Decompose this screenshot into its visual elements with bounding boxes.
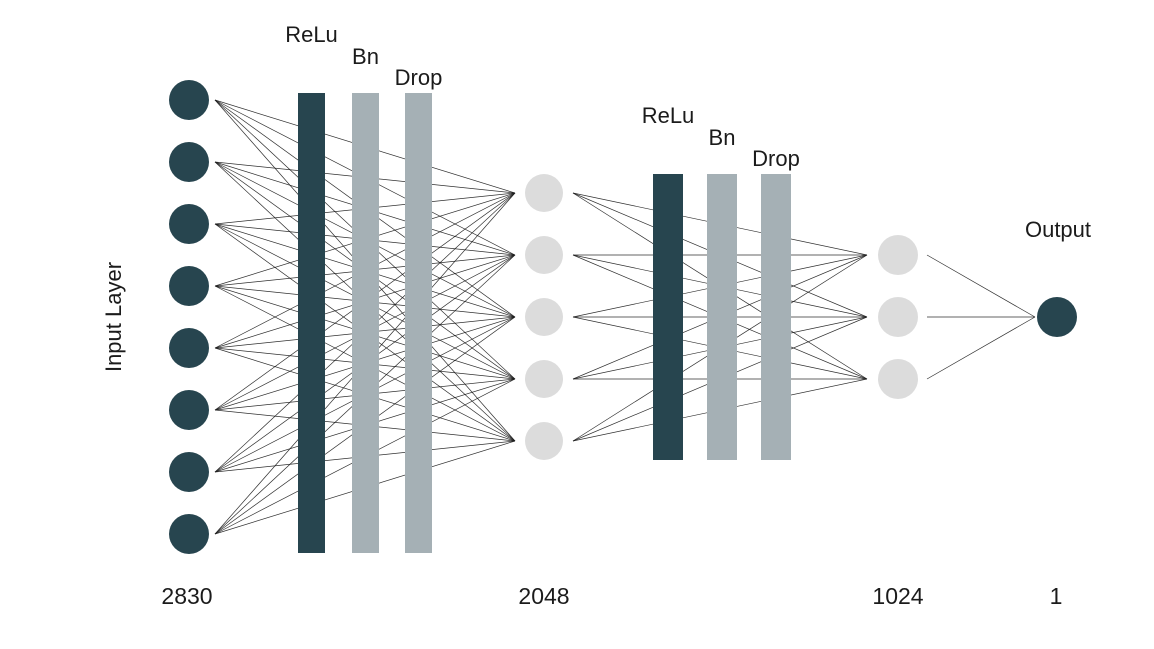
drop-bar-label: Drop <box>395 65 443 90</box>
bn-bar-label: Bn <box>709 125 736 150</box>
input-layer-label: Input Layer <box>101 262 126 372</box>
output-node <box>1037 297 1077 337</box>
hidden1-node <box>525 298 563 336</box>
bn-bar-label: Bn <box>352 44 379 69</box>
hidden2-node-group <box>878 235 918 399</box>
drop-bar-label: Drop <box>752 146 800 171</box>
hidden1-node <box>525 236 563 274</box>
input-node <box>169 452 209 492</box>
output-size-label: 1 <box>1050 583 1063 609</box>
input-size-label: 2830 <box>161 583 212 609</box>
output-label: Output <box>1025 217 1091 242</box>
edge <box>926 254 1036 318</box>
hidden2-size-label: 1024 <box>872 583 923 609</box>
drop-bar <box>761 174 791 460</box>
bn-bar <box>707 174 737 460</box>
relu-bar-label: ReLu <box>642 103 695 128</box>
relu-bar <box>653 174 683 460</box>
hidden1-node <box>525 360 563 398</box>
hidden1-size-label: 2048 <box>518 583 569 609</box>
hidden1-node-group <box>525 174 563 460</box>
hidden2-node <box>878 359 918 399</box>
hidden2-node <box>878 297 918 337</box>
input-node <box>169 80 209 120</box>
hidden1-node <box>525 174 563 212</box>
hidden1-node <box>525 422 563 460</box>
drop-bar <box>405 93 432 553</box>
input-node <box>169 514 209 554</box>
input-node <box>169 142 209 182</box>
hidden2-node <box>878 235 918 275</box>
input-node <box>169 204 209 244</box>
input-node <box>169 266 209 306</box>
relu-bar <box>298 93 325 553</box>
bn-bar <box>352 93 379 553</box>
input-node <box>169 390 209 430</box>
input-node-group <box>169 80 209 554</box>
relu-bar-label: ReLu <box>285 22 338 47</box>
input-node <box>169 328 209 368</box>
edge <box>926 316 1036 380</box>
